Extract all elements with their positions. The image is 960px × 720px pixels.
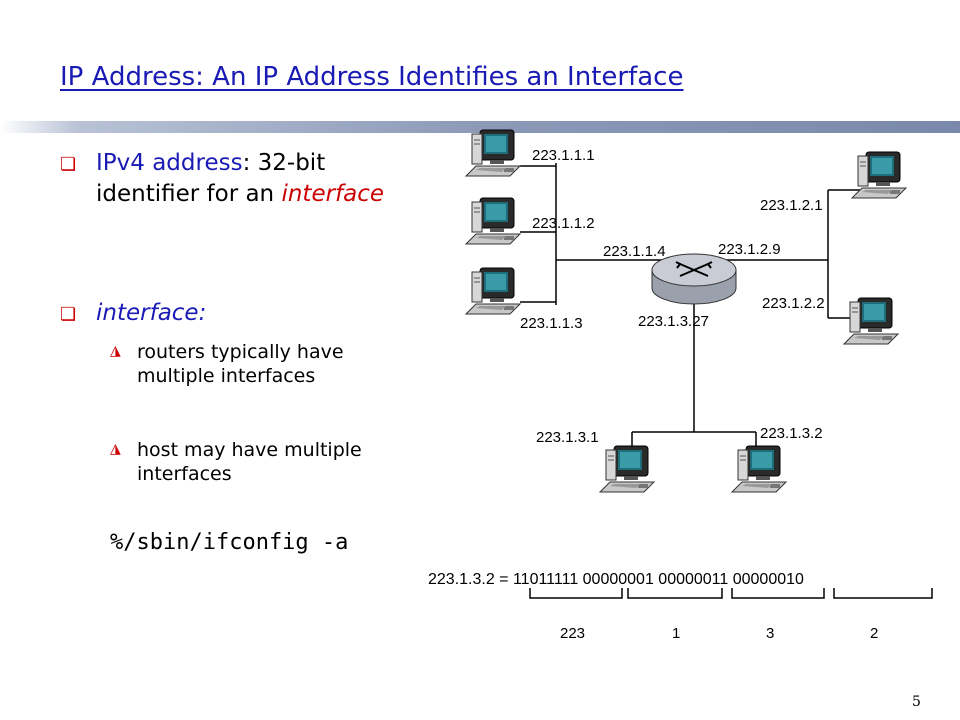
sub-bullet-text: routers typically have multiple interfac… bbox=[137, 341, 344, 387]
ipv4-definition: : 32-bit identifier for an bbox=[96, 150, 326, 207]
page-number: 5 bbox=[912, 694, 921, 710]
ip-label-host: 223.1.1.1 bbox=[532, 147, 595, 164]
interface-heading: interface: bbox=[96, 300, 207, 326]
interface-term: interface bbox=[281, 181, 385, 207]
ip-label-host: 223.1.3.2 bbox=[760, 425, 823, 442]
bullet-marker-icon: ❏ bbox=[60, 304, 77, 325]
ip-label-host: 223.1.3.1 bbox=[536, 429, 599, 446]
host-computer-icon bbox=[851, 151, 907, 199]
ipv4-address-term: IPv4 address bbox=[96, 150, 243, 176]
ip-label-router: 223.1.2.9 bbox=[718, 241, 781, 258]
slide-title: IP Address: An IP Address Identifies an … bbox=[60, 62, 684, 92]
host-computer-icon bbox=[465, 197, 521, 245]
ip-label-router: 223.1.3.27 bbox=[638, 313, 709, 330]
octet-decimal: 1 bbox=[672, 625, 680, 642]
octet-decimal: 3 bbox=[766, 625, 774, 642]
ip-label-router: 223.1.1.4 bbox=[603, 243, 666, 260]
sub-bullet-text: host may have multiple interfaces bbox=[137, 439, 362, 485]
ifconfig-command: %/sbin/ifconfig -a bbox=[110, 530, 349, 555]
bullet-marker-icon: ❏ bbox=[60, 154, 77, 175]
sub-bullet-marker-icon: ◮ bbox=[110, 343, 121, 359]
binary-equation: 223.1.3.2 = 11011111 00000001 00000011 0… bbox=[428, 571, 804, 588]
host-computer-icon bbox=[731, 445, 787, 493]
sub-bullet-marker-icon: ◮ bbox=[110, 441, 121, 457]
host-computer-icon bbox=[843, 297, 899, 345]
ip-label-host: 223.1.2.1 bbox=[760, 197, 823, 214]
host-computer-icon bbox=[465, 267, 521, 315]
ip-label-host: 223.1.1.3 bbox=[520, 315, 583, 332]
host-computer-icon bbox=[599, 445, 655, 493]
host-computer-icon bbox=[465, 129, 521, 177]
octet-brackets bbox=[529, 588, 933, 599]
octet-decimal: 2 bbox=[870, 625, 878, 642]
title-gradient-bar bbox=[0, 121, 960, 133]
ip-label-host: 223.1.2.2 bbox=[762, 295, 825, 312]
octet-decimal: 223 bbox=[560, 625, 585, 642]
ip-label-host: 223.1.1.2 bbox=[532, 215, 595, 232]
router-icon bbox=[651, 253, 737, 305]
